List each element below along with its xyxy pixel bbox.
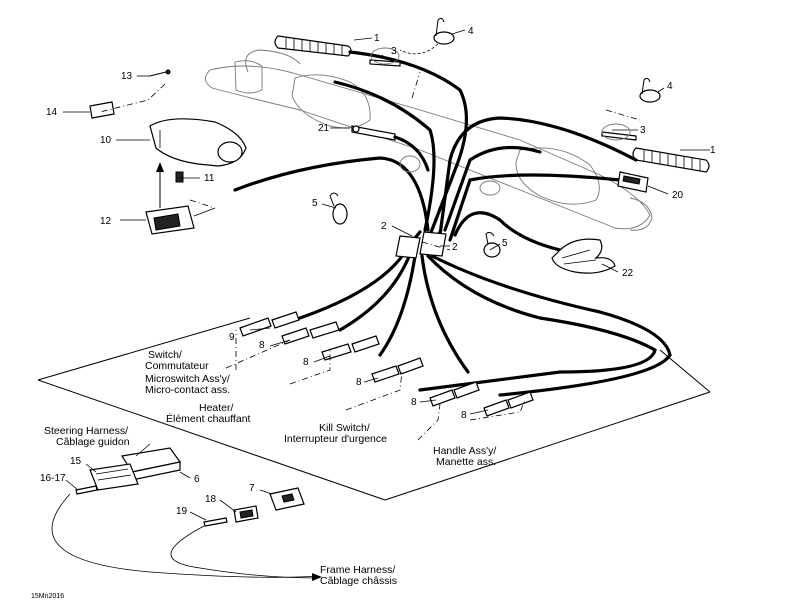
- leader-lines: [63, 29, 710, 521]
- callout-14: 14: [46, 107, 58, 118]
- handlebar-outline: [205, 49, 653, 231]
- label-frame-harness-en: Frame Harness/: [320, 564, 395, 576]
- label-steering-harness-en: Steering Harness/: [44, 425, 128, 437]
- tie-5-left: [329, 192, 348, 225]
- callout-4-right: 4: [667, 81, 673, 92]
- label-steering-harness-fr: Câblage guidon: [56, 436, 130, 448]
- callout-1-right: 1: [710, 145, 716, 156]
- callout-18: 18: [205, 494, 217, 505]
- switch-housing-10: [149, 118, 247, 167]
- callout-4-top: 4: [468, 26, 474, 37]
- frame-box: [37, 317, 711, 501]
- handle-assembly-22: [551, 238, 616, 274]
- connector-18: [233, 505, 259, 523]
- callout-10: 10: [100, 135, 112, 146]
- label-kill-switch-fr: Interrupteur d'urgence: [284, 433, 387, 445]
- callout-8-c: 8: [356, 377, 362, 388]
- label-heater-fr: Élément chauffant: [166, 412, 251, 425]
- connector-6: [121, 447, 182, 481]
- label-switch-fr: Commutateur: [145, 360, 209, 372]
- tie-4-left: [399, 17, 455, 55]
- callout-16-17: 16-17: [40, 473, 66, 484]
- connector-7: [269, 487, 305, 511]
- callout-12: 12: [100, 216, 112, 227]
- callout-13: 13: [121, 71, 133, 82]
- screw-11: [175, 171, 184, 183]
- callout-2-left: 2: [381, 221, 387, 232]
- callout-7: 7: [249, 483, 255, 494]
- pin-3-right: [601, 131, 637, 141]
- label-switch-en: Switch/: [148, 349, 182, 361]
- callout-8-b: 8: [303, 357, 309, 368]
- decal-14: [89, 101, 115, 119]
- screw-13: [149, 69, 171, 77]
- label-frame-harness-fr: Câblage châssis: [320, 575, 397, 587]
- callout-20: 20: [672, 190, 684, 201]
- connector-15: [89, 463, 139, 491]
- pin-3-left: [369, 59, 401, 67]
- guide-ellipses: [370, 47, 631, 196]
- callout-9: 9: [229, 332, 235, 343]
- callout-3-right: 3: [640, 125, 646, 136]
- label-handle-en: Handle Ass'y/: [433, 445, 496, 457]
- callout-6: 6: [194, 474, 200, 485]
- tie-4-right: [639, 77, 661, 103]
- switch-12: [145, 205, 216, 235]
- callout-8-e: 8: [461, 410, 467, 421]
- frame-harness-curves: [51, 493, 322, 581]
- terminal-19: [203, 517, 228, 527]
- callout-21: 21: [318, 123, 330, 134]
- connector-20: [617, 171, 649, 193]
- callout-1-top: 1: [374, 33, 380, 44]
- figure-code: 15Mn2016: [31, 593, 64, 600]
- harness-wires: [233, 50, 672, 397]
- label-kill-switch-en: Kill Switch/: [319, 422, 370, 434]
- assembly-arrow: [156, 162, 164, 208]
- callout-11: 11: [204, 173, 215, 184]
- heated-grip-right: [632, 147, 710, 173]
- callout-8-a: 8: [259, 340, 265, 351]
- label-microswitch-en: Microswitch Ass'y/: [145, 373, 230, 385]
- terminal-16-17: [75, 485, 98, 495]
- callout-2-right: 2: [452, 242, 458, 253]
- callout-19: 19: [176, 506, 188, 517]
- label-handle-fr: Manette ass.: [436, 456, 496, 468]
- tie-5-right: [483, 231, 501, 258]
- callout-5-right: 5: [502, 238, 508, 249]
- callout-22: 22: [622, 268, 634, 279]
- label-microswitch-fr: Micro-contact ass.: [145, 384, 230, 396]
- callout-3-top: 3: [391, 46, 397, 57]
- callout-15: 15: [70, 456, 82, 467]
- sensor-21: [351, 125, 430, 172]
- label-heater-en: Heater/: [199, 402, 234, 414]
- callout-8-d: 8: [411, 397, 417, 408]
- connector-pairs: [239, 311, 534, 417]
- dash-lines: [99, 71, 641, 441]
- callout-5-left: 5: [312, 198, 318, 209]
- heated-grip-left: [274, 35, 352, 57]
